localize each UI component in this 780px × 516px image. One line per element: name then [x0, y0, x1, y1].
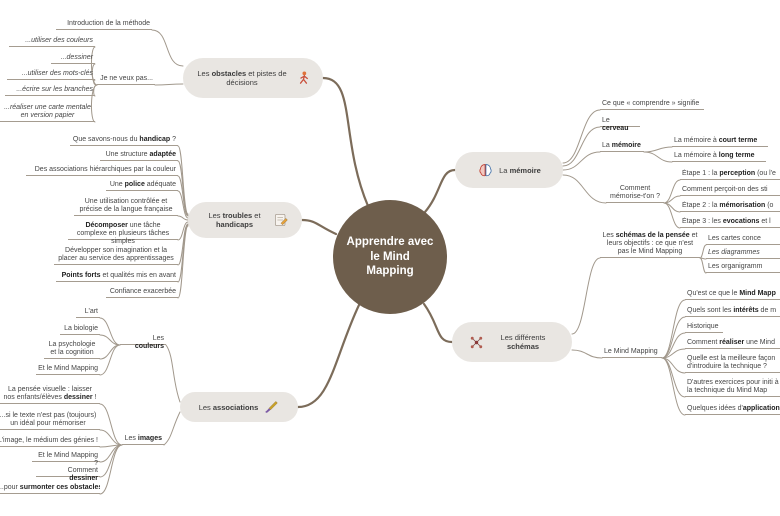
- node-comment-percoit[interactable]: Comment perçoit-on des sti: [680, 185, 780, 196]
- node-comment-realiser[interactable]: Comment réaliser une Mind: [685, 338, 780, 349]
- molecule-icon: [468, 334, 485, 351]
- node-historique[interactable]: Historique: [685, 322, 723, 333]
- node-diagrammes[interactable]: Les diagrammes: [706, 248, 780, 259]
- node-confiance-exacerbee[interactable]: Confiance exacerbée: [106, 287, 178, 298]
- node-points-forts[interactable]: Points forts et qualités mis en avant: [56, 271, 178, 282]
- node-pas-dessiner[interactable]: ...dessiner: [51, 53, 95, 64]
- node-utilisation-controlee[interactable]: Une utilisation contrôlée et précise de …: [74, 197, 178, 216]
- node-la-memoire[interactable]: La mémoire: [600, 141, 644, 152]
- node-meilleure-facon[interactable]: Quelle est la meilleure façon d'introdui…: [685, 354, 780, 373]
- node-police-adequate[interactable]: Une police adéquate: [106, 180, 178, 191]
- node-comment-memorise[interactable]: Comment mémorise-t'on ?: [606, 184, 664, 203]
- node-organigrammes[interactable]: Les organigramm: [706, 262, 780, 273]
- node-pas-mots-cles[interactable]: ...utiliser des mots-clés: [7, 69, 95, 80]
- paintbrush-icon: [263, 399, 279, 415]
- node-etape2-memorisation[interactable]: Étape 2 : la mémorisation (o: [680, 201, 780, 212]
- node-les-images[interactable]: Les images: [122, 434, 164, 445]
- node-quelques-idees-application[interactable]: Quelques idées d'application: [685, 404, 780, 415]
- node-interets[interactable]: Quels sont les intérêts de m: [685, 306, 780, 317]
- node-art[interactable]: L'art: [76, 307, 100, 318]
- node-decomposer-tache[interactable]: Décomposer une tâche complexe en plusieu…: [68, 221, 178, 245]
- node-surmonter-obstacles[interactable]: ...pour surmonter ces obstacles: [0, 483, 100, 494]
- node-pensee-visuelle[interactable]: La pensée visuelle : laisser nos enfants…: [0, 385, 100, 404]
- node-memoire-long-terme[interactable]: La mémoire à long terme: [672, 151, 766, 162]
- node-cerveau[interactable]: Le cerveau: [600, 116, 640, 132]
- brain-icon: [477, 162, 494, 179]
- node-image-medium-genies[interactable]: L'image, le médium des génies !: [0, 436, 100, 447]
- node-etape1-perception[interactable]: Étape 1 : la perception (ou l'e: [680, 169, 780, 180]
- branch-obstacles-label: Les obstacles et pistes de décisions: [197, 69, 287, 87]
- node-les-couleurs[interactable]: Les couleurs: [120, 334, 166, 350]
- node-texte-ideal-memoriser[interactable]: ...si le texte n'est pas (toujours) un i…: [0, 411, 100, 430]
- branch-memoire-label: La mémoire: [499, 165, 541, 175]
- branch-obstacles[interactable]: Les obstacles et pistes de décisions: [183, 58, 323, 98]
- branch-associations[interactable]: Les associations: [180, 392, 298, 422]
- node-schemas-pensee-objectifs[interactable]: Les schémas de la pensée et leurs object…: [600, 231, 700, 258]
- node-associations-hierarchiques[interactable]: Des associations hiérarchiques par la co…: [26, 165, 178, 176]
- node-developper-imagination[interactable]: Développer son imagination et la placer …: [54, 246, 178, 265]
- person-icon: [295, 70, 312, 87]
- node-savons-handicap[interactable]: Que savons-nous du handicap ?: [70, 135, 178, 146]
- node-pas-carte-papier[interactable]: ...réaliser une carte mentale en version…: [0, 103, 95, 122]
- node-comprendre-signifie[interactable]: Ce que « comprendre » signifie: [600, 99, 704, 110]
- branch-troubles-label: Les troubles et handicaps: [208, 211, 261, 229]
- central-topic[interactable]: Apprendre avec le Mind Mapping: [333, 200, 447, 314]
- branch-associations-label: Les associations: [198, 402, 259, 412]
- node-autres-exercices[interactable]: D'autres exercices pour initi à la techn…: [685, 378, 780, 397]
- memo-icon: [273, 212, 289, 228]
- branch-schemas-label: Les différents schémas: [500, 333, 546, 351]
- branch-schemas[interactable]: Les différents schémas: [452, 322, 572, 362]
- node-biologie[interactable]: La biologie: [60, 324, 100, 335]
- node-cartes-conceptuelles[interactable]: Les cartes conce: [706, 234, 780, 245]
- node-pas-utiliser-couleurs[interactable]: ...utiliser des couleurs: [9, 36, 95, 47]
- branch-memoire[interactable]: La mémoire: [455, 152, 563, 188]
- node-le-mind-mapping[interactable]: Le Mind Mapping: [602, 347, 662, 358]
- node-quest-ce-que-mind-mapping[interactable]: Qu'est ce que le Mind Mapp: [685, 289, 780, 300]
- node-memoire-court-terme[interactable]: La mémoire à court terme: [672, 136, 768, 147]
- branch-troubles[interactable]: Les troubles et handicaps: [188, 202, 302, 238]
- node-psychologie-cognition[interactable]: La psychologie et la cognition: [44, 340, 100, 359]
- node-introduction-methode[interactable]: Introduction de la méthode: [56, 19, 152, 30]
- node-et-mind-mapping-2[interactable]: Et le Mind Mapping ?: [32, 451, 100, 467]
- node-structure-adaptee[interactable]: Une structure adaptée: [100, 150, 178, 161]
- node-et-mind-mapping[interactable]: Et le Mind Mapping: [36, 364, 100, 375]
- node-pas-ecrire-branches[interactable]: ...écrire sur les branches: [5, 85, 95, 96]
- node-comment-dessiner[interactable]: Comment dessiner: [36, 466, 100, 482]
- node-etape3-evocations[interactable]: Étape 3 : les evocations et l: [680, 217, 780, 228]
- node-je-ne-veux-pas[interactable]: Je ne veux pas...: [97, 74, 155, 85]
